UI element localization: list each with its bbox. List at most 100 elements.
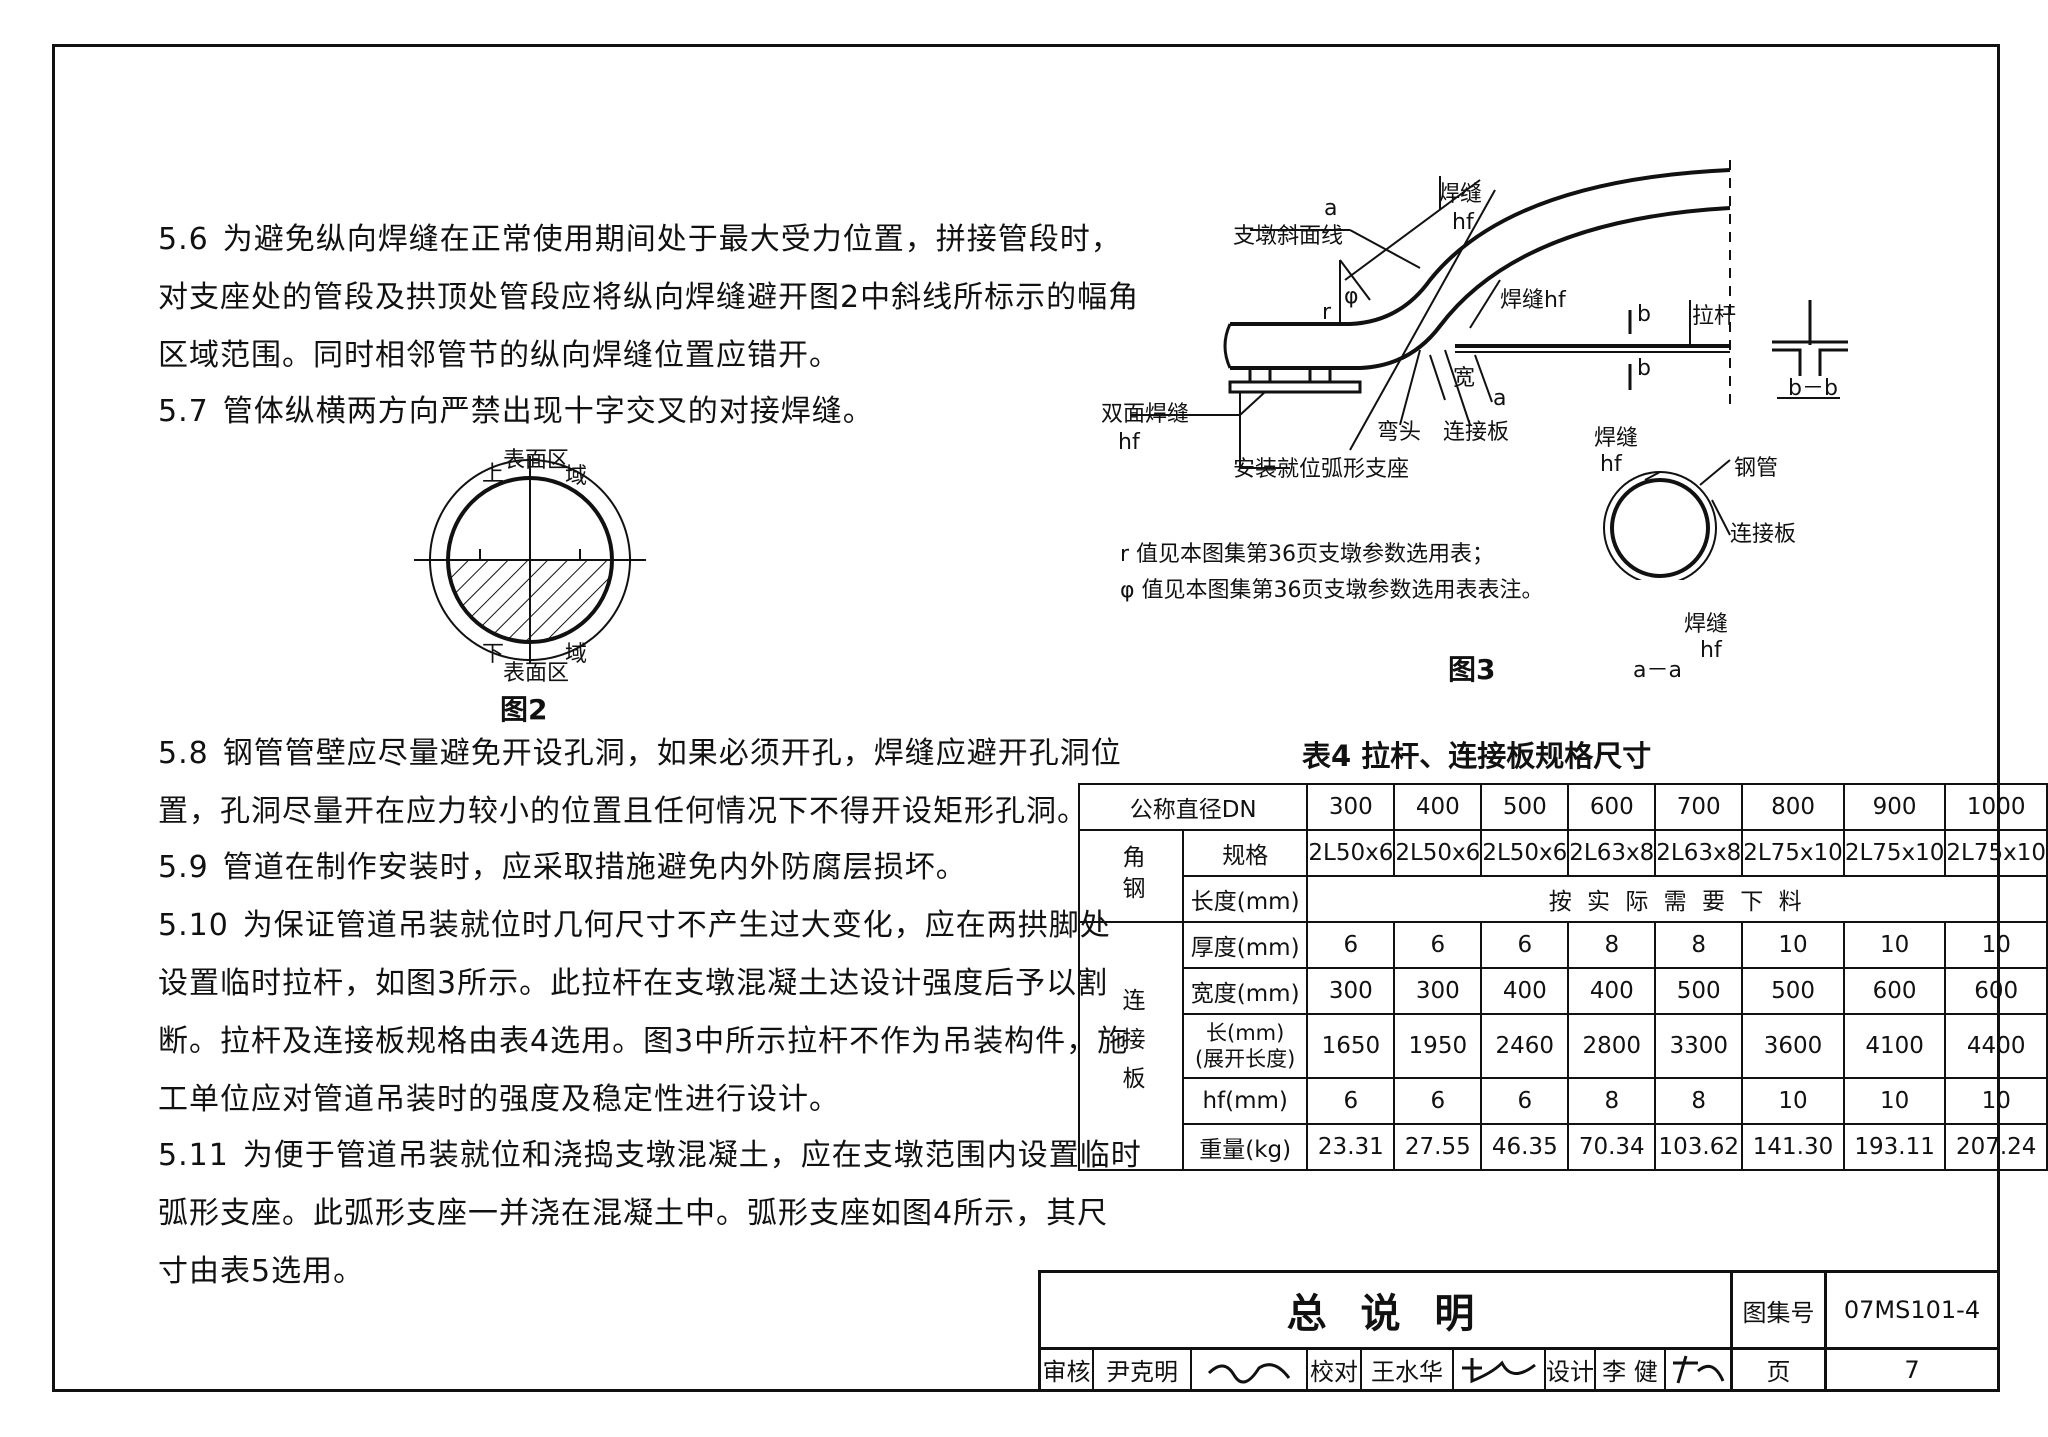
atlas-label: 图集号 xyxy=(1730,1270,1824,1350)
fig3-steel-pipe-label: 钢管 xyxy=(1734,456,1779,481)
fig2-lower-region-end: 域 xyxy=(565,642,588,667)
table-cell: 按 实 际 需 要 下 料 xyxy=(1306,875,2048,923)
review-label: 审核 xyxy=(1038,1350,1094,1392)
fig3-weld-aa-bottom-label: 焊缝 xyxy=(1684,612,1729,637)
pipe-upper-edge xyxy=(1230,168,1731,326)
page-number: 7 xyxy=(1824,1350,2000,1392)
paragraph-line: 设置临时拉杆，如图3所示。此拉杆在支墩混凝土达设计强度后予以割 xyxy=(158,966,1109,1001)
table-group-cell: 连接板 xyxy=(1078,921,1184,1171)
table-cell: 207.24 xyxy=(1944,1123,2048,1171)
designer-name: 李 健 xyxy=(1596,1350,1666,1392)
table-cell: 400 xyxy=(1480,967,1570,1015)
table-cell: 1650 xyxy=(1306,1013,1396,1079)
pipe-lower-edge xyxy=(1230,206,1731,370)
table-cell: 2800 xyxy=(1567,1013,1657,1079)
table-cell: 141.30 xyxy=(1741,1123,1845,1171)
fig3-hf-bottom-label: hf xyxy=(1118,430,1140,455)
fig3-plate-label: 连接板 xyxy=(1443,420,1510,445)
fig3-weld-hf-label: 焊缝hf xyxy=(1500,288,1566,313)
table-cell: 6 xyxy=(1393,1077,1483,1125)
checker-name: 王水华 xyxy=(1362,1350,1454,1392)
fig3-hf-label: hf xyxy=(1452,210,1474,235)
fig2-lower-region: 表面区 xyxy=(503,661,570,686)
table-group-cell: 角钢 xyxy=(1078,829,1184,923)
table-header-cell: hf(mm) xyxy=(1181,1077,1309,1125)
table-row: hf(mm) 6 6 6 8 8 10 10 10 xyxy=(1079,1077,2048,1125)
fig3-b-top-label: b xyxy=(1637,302,1651,327)
table-cell: 700 xyxy=(1654,783,1744,831)
figure-3-diagram xyxy=(1130,160,1848,580)
fig2-upper-region: 表面区 xyxy=(503,448,570,473)
table-cell: 193.11 xyxy=(1842,1123,1947,1171)
table-cell: 2L63x8 xyxy=(1567,829,1657,877)
paragraph-line: 为避免纵向焊缝在正常使用期间处于最大受力位置，拼接管段时， xyxy=(222,222,1122,257)
checker-signature xyxy=(1454,1350,1546,1392)
paragraph-line: 工单位应对管道吊装时的强度及稳定性进行设计。 xyxy=(158,1082,840,1117)
table-cell: 2L75x10 xyxy=(1741,829,1845,877)
table-cell: 4100 xyxy=(1842,1013,1947,1079)
table-header-cell: 重量(kg) xyxy=(1181,1123,1309,1171)
fig3-phi-label: φ xyxy=(1344,284,1359,309)
title-block: 总 说 明 图集号 07MS101-4 审核 尹克明 校对 王水华 设计 李 健… xyxy=(1038,1270,2000,1392)
fig3-plate-aa-label: 连接板 xyxy=(1730,522,1797,547)
figure-2-diagram xyxy=(414,456,646,664)
fig2-upper-label: 上 xyxy=(482,462,505,487)
table-cell: 8 xyxy=(1567,1077,1657,1125)
table-cell: 300 xyxy=(1393,967,1483,1015)
table-row: 宽度(mm) 300 300 400 400 500 500 600 600 xyxy=(1079,967,2048,1015)
table-cell: 6 xyxy=(1306,1077,1396,1125)
signature-icon xyxy=(1673,1355,1725,1383)
paragraph-line: 弧形支座。此弧形支座一并浇在混凝土中。弧形支座如图4所示，其尺 xyxy=(158,1196,1109,1231)
figure-3-caption: 图3 xyxy=(1448,653,1496,686)
paragraph-line: 管体纵横两方向严禁出现十字交叉的对接焊缝。 xyxy=(222,394,874,429)
paragraph-line: 断。拉杆及连接板规格由表4选用。图3中所示拉杆不作为吊装构件，施 xyxy=(158,1024,1129,1059)
arc-support xyxy=(1228,380,1362,394)
table-cell: 2L75x10 xyxy=(1842,829,1947,877)
table-row: 连接板 厚度(mm) 6 6 6 8 8 10 10 10 xyxy=(1078,921,2048,1171)
fig3-b-bottom-label: b xyxy=(1637,356,1651,381)
table-cell: 2L50x6 xyxy=(1393,829,1483,877)
table-cell: 2L63x8 xyxy=(1654,829,1744,877)
table-cell: 300 xyxy=(1306,783,1396,831)
page-label: 页 xyxy=(1730,1350,1824,1392)
table-4-title: 表4 拉杆、连接板规格尺寸 xyxy=(1302,739,1652,773)
fig3-hf-aa-bottom-label: hf xyxy=(1700,638,1722,663)
table-cell: 500 xyxy=(1480,783,1570,831)
table-cell: 27.55 xyxy=(1393,1123,1483,1171)
table-row: 重量(kg) 23.31 27.55 46.35 70.34 103.62 14… xyxy=(1079,1123,2048,1171)
check-label: 校对 xyxy=(1308,1350,1362,1392)
fig3-note-r: r 值见本图集第36页支墩参数选用表； xyxy=(1120,542,1495,567)
designer-signature xyxy=(1666,1350,1730,1392)
table-cell: 10 xyxy=(1741,1077,1845,1125)
table-cell: 10 xyxy=(1842,921,1947,969)
table-cell: 400 xyxy=(1567,967,1657,1015)
table-cell: 46.35 xyxy=(1480,1123,1570,1171)
table-cell: 400 xyxy=(1393,783,1483,831)
reviewer-name: 尹克明 xyxy=(1094,1350,1192,1392)
table-cell: 600 xyxy=(1567,783,1657,831)
signature-icon xyxy=(1207,1362,1291,1383)
table-cell: 2L75x10 xyxy=(1944,829,2048,877)
atlas-number: 07MS101-4 xyxy=(1824,1270,2000,1350)
table-cell: 6 xyxy=(1393,921,1483,969)
paragraph-line: 管道在制作安装时，应采取措施避免内外防腐层损坏。 xyxy=(222,850,967,885)
table-cell: 2L50x6 xyxy=(1480,829,1570,877)
table-row: 长度(mm) 按 实 际 需 要 下 料 xyxy=(1079,875,2048,923)
table-row: 角钢 规格 2L50x6 2L50x6 2L50x6 2L63x8 2L63x8… xyxy=(1078,829,2048,923)
table-header-cell: 长度(mm) xyxy=(1181,875,1309,923)
fig2-upper-region-end: 域 xyxy=(565,464,588,489)
drawing-title: 总 说 明 xyxy=(1038,1270,1730,1350)
table-cell: 3300 xyxy=(1654,1013,1744,1079)
table-cell: 500 xyxy=(1741,967,1845,1015)
fig2-lower-label: 下 xyxy=(482,642,505,667)
fig3-slope-line-label: 支墩斜面线 xyxy=(1233,224,1344,249)
table-cell: 10 xyxy=(1741,921,1845,969)
table-cell: 6 xyxy=(1480,921,1570,969)
table-header-cell: 宽度(mm) xyxy=(1181,967,1309,1015)
table-cell: 2L50x6 xyxy=(1306,829,1396,877)
figure-2-caption: 图2 xyxy=(500,693,548,726)
paragraph-line: 置，孔洞尽量开在应力较小的位置且任何情况下不得开设矩形孔洞。 xyxy=(158,794,1088,829)
